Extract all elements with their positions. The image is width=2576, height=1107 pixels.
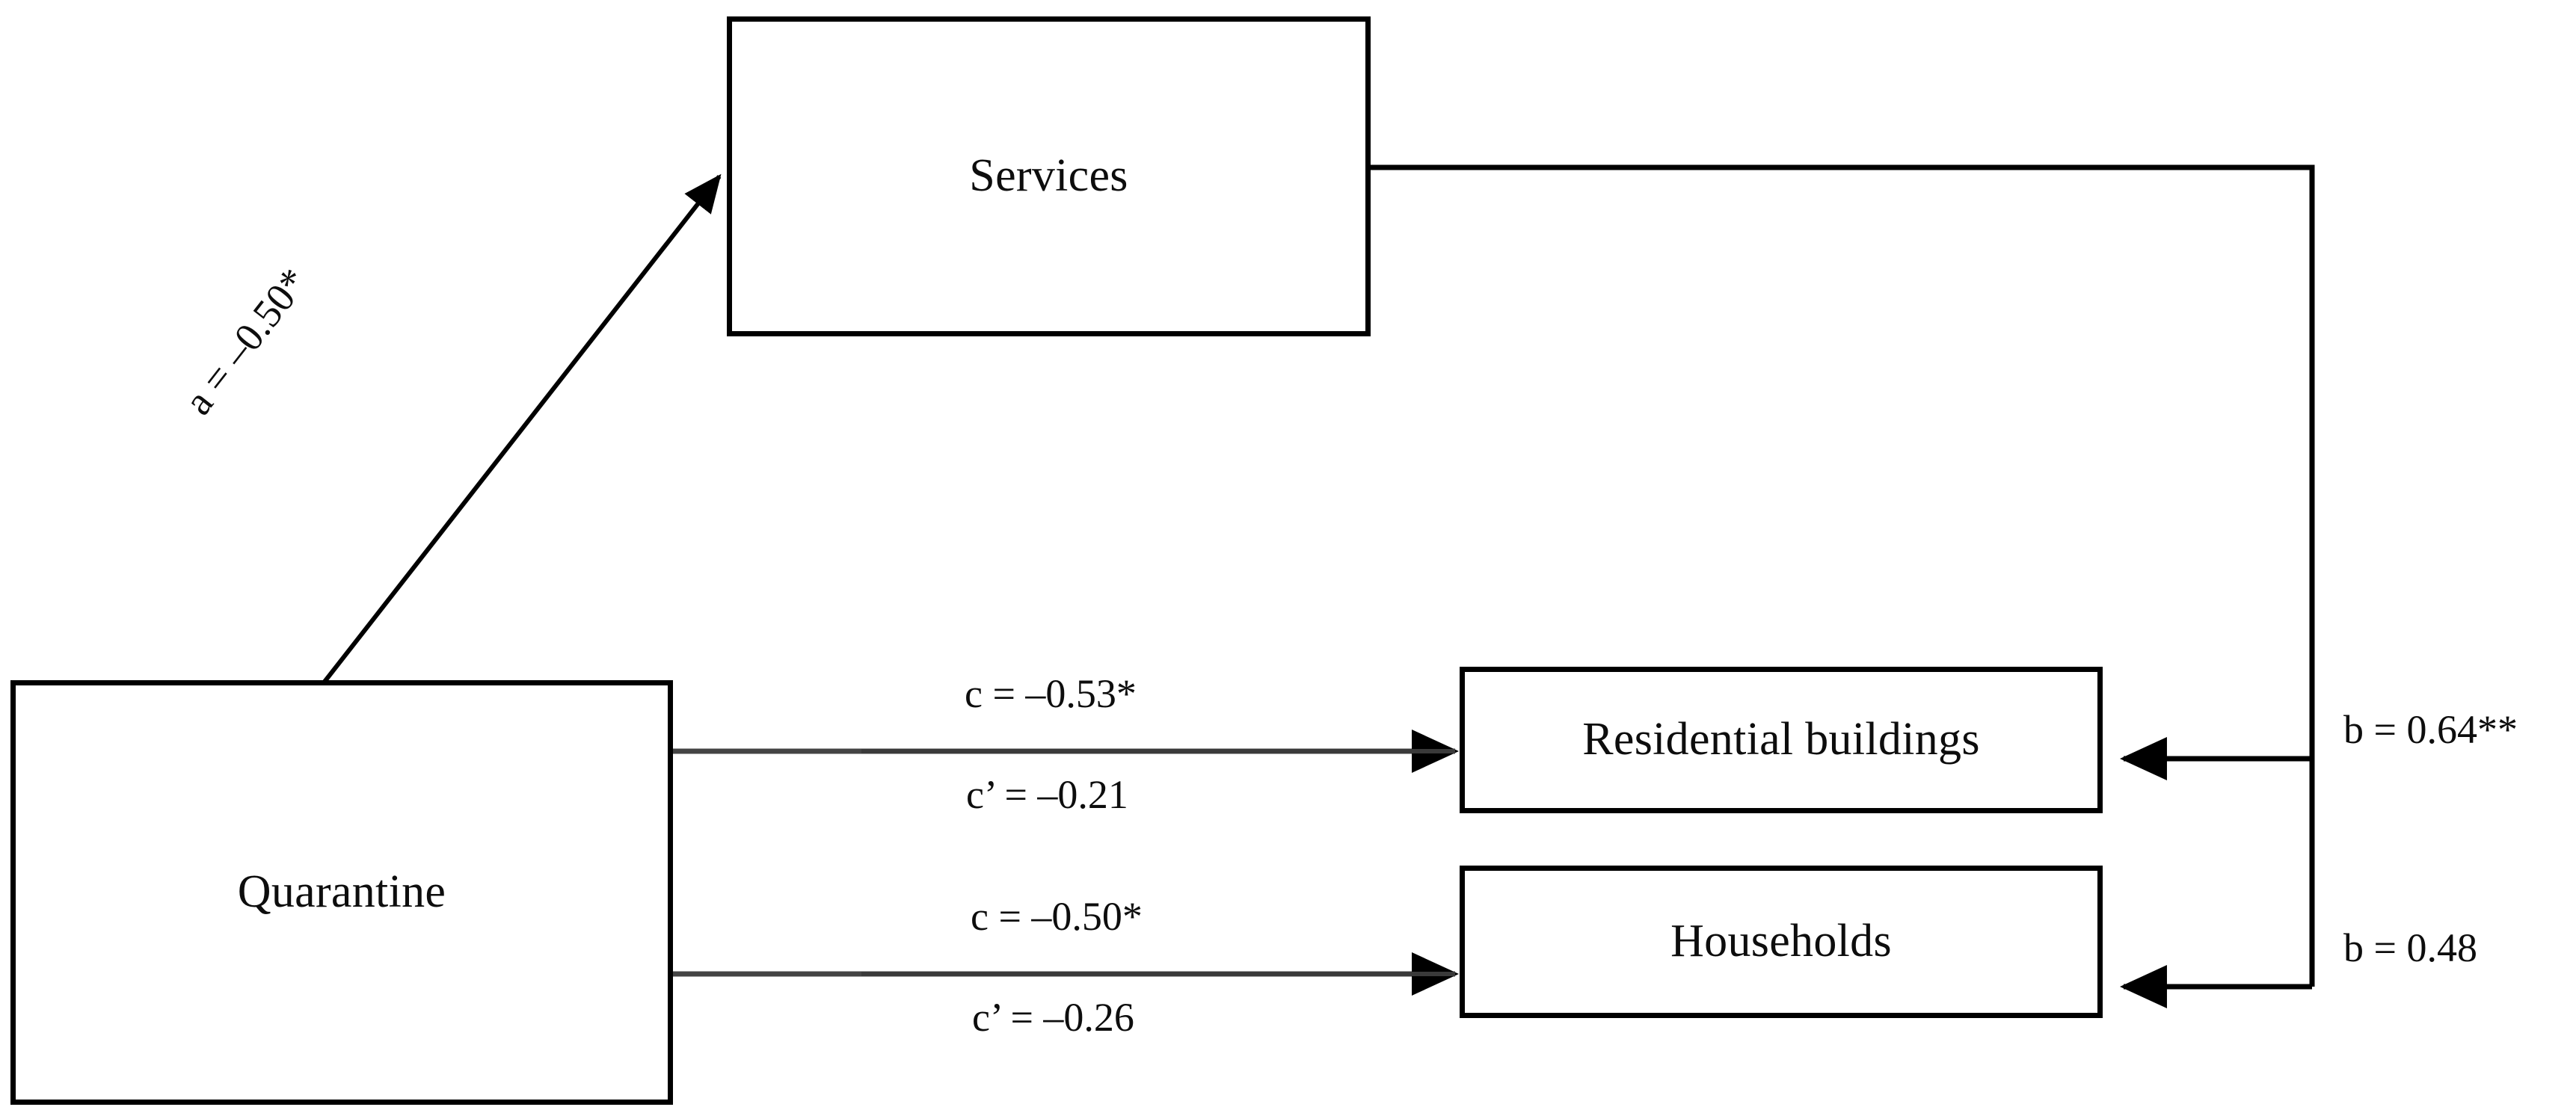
edge-b-trunk-from-services <box>1371 164 2315 987</box>
node-residential-buildings[interactable]: Residential buildings <box>1460 667 2103 813</box>
edge-label-c-direct-residential: c’ = –0.21 <box>966 772 1128 817</box>
edge-label-c-total-households: c = –0.50* <box>971 894 1143 939</box>
edge-label-b-households: b = 0.48 <box>2343 925 2477 970</box>
node-services-label: Services <box>969 150 1128 202</box>
node-services[interactable]: Services <box>727 16 1371 336</box>
node-quarantine-label: Quarantine <box>237 866 446 918</box>
node-quarantine[interactable]: Quarantine <box>10 680 673 1105</box>
edge-label-b-residential: b = 0.64** <box>2343 707 2518 752</box>
edge-label-c-total-residential: c = –0.53* <box>965 671 1137 716</box>
node-residential-buildings-label: Residential buildings <box>1582 714 1980 765</box>
node-households[interactable]: Households <box>1460 866 2103 1018</box>
edge-label-c-direct-households: c’ = –0.26 <box>972 995 1134 1040</box>
node-households-label: Households <box>1670 916 1892 967</box>
edge-a-quarantine-to-services <box>322 173 722 683</box>
